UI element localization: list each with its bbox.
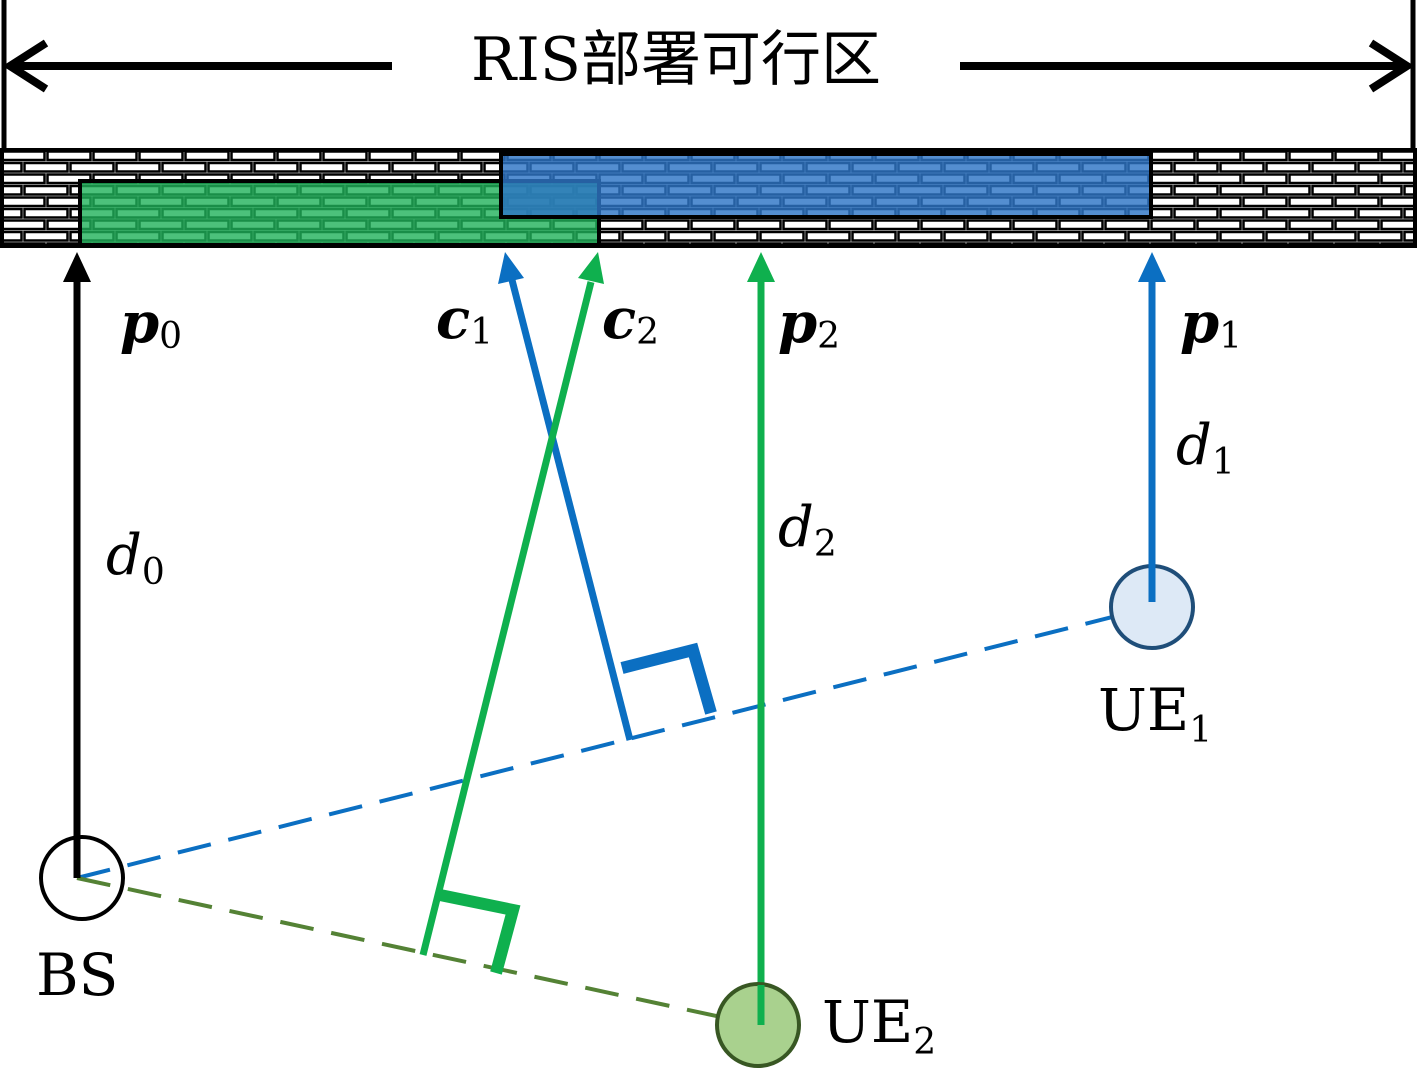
- region-title: RIS部署可行区: [471, 25, 881, 95]
- d0-arrow: [63, 252, 91, 878]
- left-arrow-head: [2, 39, 49, 93]
- c2-arrow: [419, 252, 604, 956]
- wall-outline: [0, 148, 1417, 248]
- d1-arrow: [1138, 252, 1166, 604]
- right-arrow-head: [1368, 39, 1415, 93]
- d1-label: d1: [1176, 413, 1235, 483]
- c2-label: c2: [602, 286, 659, 353]
- d2-label: d2: [778, 495, 837, 565]
- bs-label: BS: [36, 941, 118, 1009]
- c1-arrow: [498, 252, 634, 741]
- d2-arrow: [747, 252, 775, 1025]
- feasible-region-dimension: RIS部署可行区: [1, 0, 1416, 150]
- p0-label: p0: [120, 290, 182, 357]
- ue1-label: UE1: [1098, 676, 1212, 751]
- p1-label: p1: [1180, 290, 1242, 357]
- p2-label: p2: [778, 290, 840, 357]
- blue-ris-region: [499, 152, 1153, 219]
- green-right-angle-mark: [438, 889, 521, 975]
- c1-label: c1: [436, 286, 493, 353]
- ue2-label: UE2: [822, 988, 936, 1063]
- blue-right-angle-mark: [620, 642, 717, 715]
- bs-ue2-dashed-line: [76, 876, 759, 1027]
- d0-label: d0: [106, 523, 165, 593]
- bs-node: [39, 835, 125, 921]
- bs-ue1-dashed-line: [76, 605, 1153, 880]
